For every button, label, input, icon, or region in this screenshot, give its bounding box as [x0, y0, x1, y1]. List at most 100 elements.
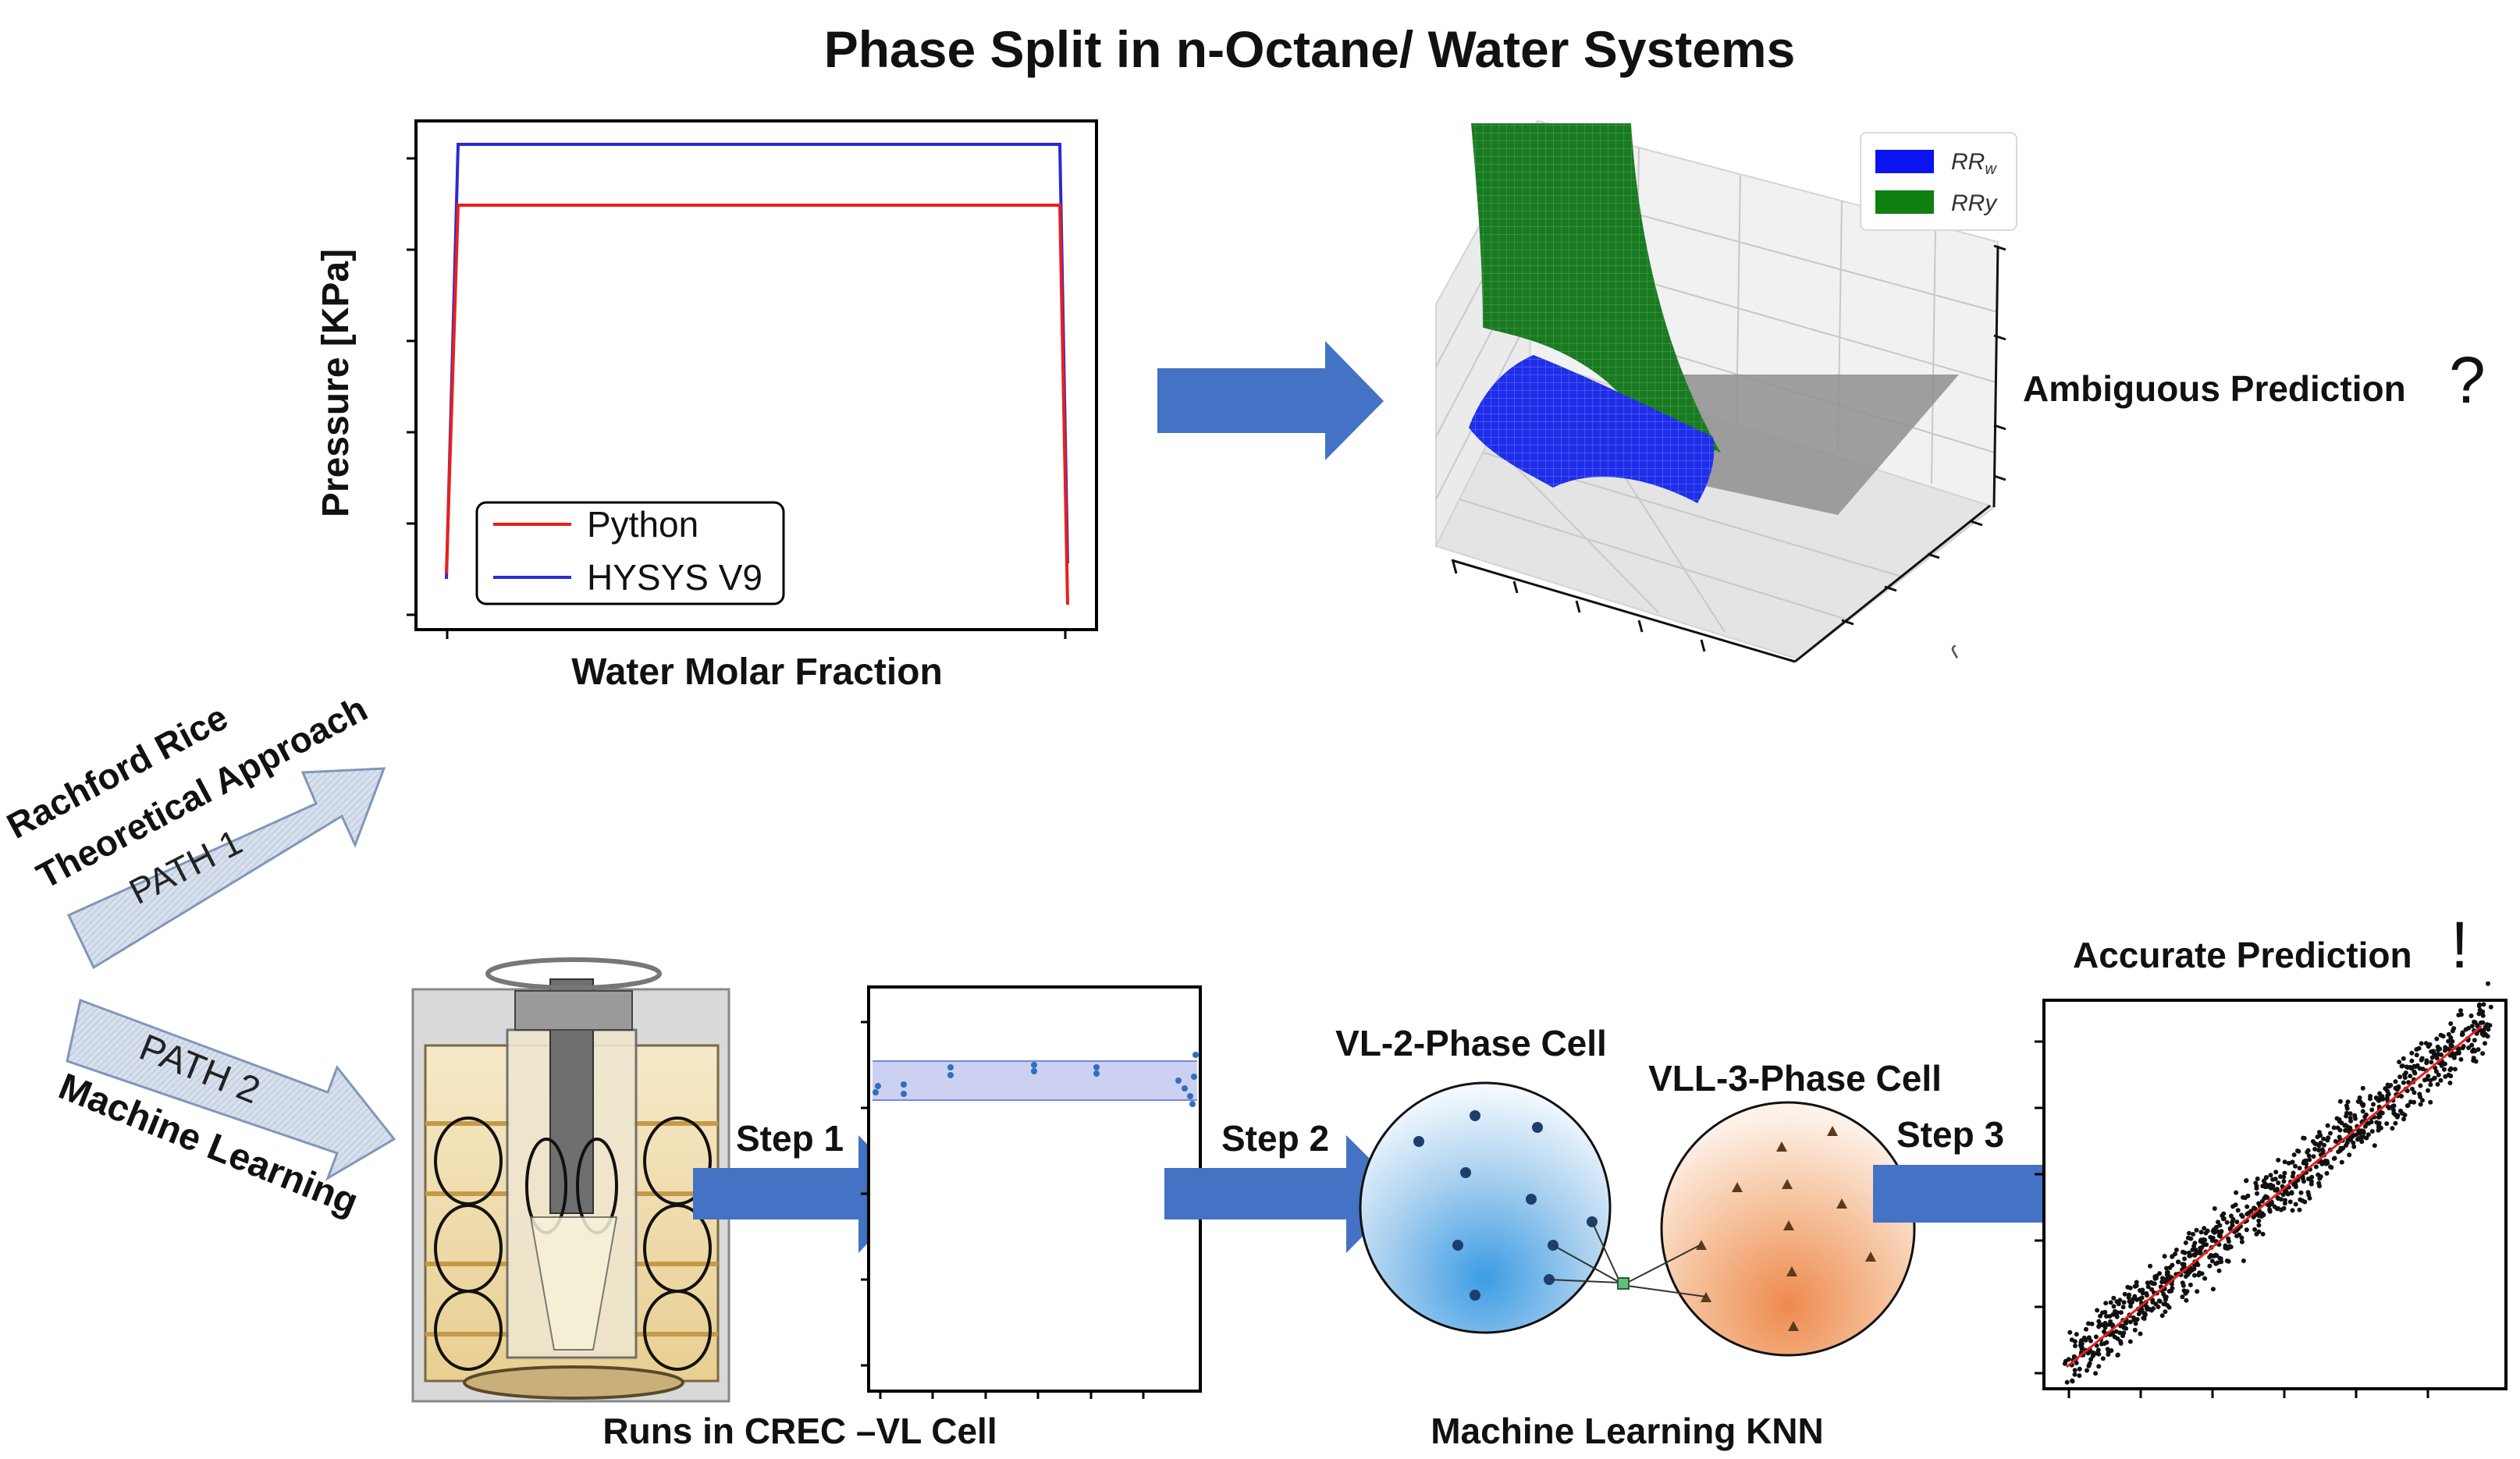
parity-point	[2197, 1249, 2202, 1255]
vl-2-phase-cell	[1359, 1081, 1612, 1334]
parity-point	[2239, 1212, 2244, 1218]
parity-point	[2315, 1134, 2320, 1140]
parity-y-ticks	[2035, 1040, 2044, 1375]
parity-point	[2100, 1356, 2106, 1361]
parity-point	[2221, 1216, 2226, 1222]
parity-point	[2483, 1041, 2487, 1046]
surface-stray-mark: ɾ	[1945, 637, 1964, 664]
parity-point	[2481, 1002, 2486, 1007]
parity-point	[2309, 1181, 2314, 1187]
parity-point	[2329, 1165, 2334, 1170]
parity-point	[2070, 1379, 2075, 1384]
runs-plot-x-ticks	[879, 1391, 1145, 1399]
parity-point	[2376, 1098, 2381, 1103]
parity-point	[2104, 1314, 2109, 1319]
parity-point	[2166, 1305, 2172, 1310]
legend-label-rr-w-main: RR	[1951, 149, 1985, 175]
parity-point	[2290, 1208, 2295, 1213]
step3-label: Step 3	[1896, 1114, 2004, 1155]
parity-point	[2345, 1124, 2351, 1130]
parity-point	[2311, 1154, 2316, 1159]
cell-top-rotation-ring	[485, 957, 662, 990]
parity-point	[2205, 1228, 2210, 1234]
parity-point	[2194, 1227, 2199, 1233]
parity-point	[2189, 1268, 2195, 1273]
parity-point	[2401, 1056, 2406, 1061]
parity-point	[2259, 1214, 2264, 1219]
parity-point	[2458, 1056, 2464, 1062]
parity-point	[2226, 1236, 2231, 1241]
parity-point	[2396, 1084, 2401, 1089]
legend-swatch-rr-w	[1875, 150, 1934, 173]
parity-point	[2448, 1074, 2454, 1079]
parity-point	[2337, 1134, 2342, 1140]
parity-point	[2115, 1353, 2120, 1358]
parity-point	[2359, 1139, 2365, 1145]
parity-point	[2127, 1339, 2133, 1344]
accurate-prediction-label: Accurate Prediction	[2073, 935, 2412, 975]
parity-point	[2362, 1124, 2368, 1129]
parity-point	[2246, 1210, 2252, 1216]
parity-point	[2301, 1160, 2306, 1166]
question-mark: ?	[2449, 343, 2486, 417]
parity-point	[2150, 1300, 2156, 1305]
parity-point	[2064, 1379, 2070, 1385]
parity-point	[2073, 1344, 2077, 1348]
parity-point	[2433, 1069, 2439, 1074]
pressure-plot: Python HYSYS V9 Pressure [KPa] Water Mol…	[315, 119, 1098, 693]
surface-plot: RRw RRy ɾ	[1434, 119, 2017, 664]
parity-point	[2095, 1347, 2101, 1353]
legend-label-rr-w: RRw	[1951, 149, 1997, 178]
parity-point	[2256, 1218, 2262, 1223]
cell-catalyst-basket	[529, 1216, 618, 1351]
runs-plot	[861, 985, 1202, 1399]
parity-point	[2419, 1041, 2424, 1046]
parity-point	[2242, 1195, 2248, 1201]
parity-point	[2334, 1116, 2340, 1121]
parity-point	[2234, 1219, 2240, 1225]
parity-point	[2376, 1115, 2381, 1120]
parity-point	[2072, 1372, 2077, 1377]
parity-point	[2208, 1252, 2213, 1258]
parity-point	[2244, 1178, 2249, 1183]
step1-label: Step 1	[736, 1118, 844, 1159]
parity-point	[2442, 1061, 2447, 1067]
crec-vl-cell-illustration	[411, 957, 730, 1403]
crec-caption: Runs in CREC –VL Cell	[602, 1411, 997, 1451]
parity-point	[2344, 1106, 2350, 1111]
parity-point	[2084, 1326, 2088, 1332]
parity-point	[2254, 1184, 2259, 1189]
parity-point	[2448, 1021, 2454, 1026]
parity-point	[2343, 1127, 2348, 1133]
parity-point	[2121, 1300, 2127, 1305]
parity-point	[2316, 1130, 2322, 1135]
parity-point	[2125, 1284, 2131, 1290]
parity-point	[2161, 1301, 2166, 1307]
parity-point	[2267, 1202, 2273, 1207]
parity-point	[2254, 1231, 2259, 1237]
parity-point	[2357, 1095, 2362, 1100]
parity-point	[2413, 1064, 2419, 1070]
parity-point	[2216, 1233, 2222, 1238]
parity-point	[2450, 1028, 2455, 1034]
parity-point	[2139, 1308, 2145, 1314]
parity-point	[2404, 1064, 2409, 1070]
parity-point	[2113, 1329, 2119, 1334]
parity-point	[2435, 1052, 2440, 1057]
parity-point	[2267, 1209, 2273, 1214]
parity-point	[2163, 1294, 2169, 1300]
parity-point	[2156, 1305, 2161, 1309]
parity-point	[2423, 1041, 2429, 1046]
parity-point	[2215, 1260, 2220, 1266]
parity-point	[2110, 1312, 2116, 1317]
parity-point	[2385, 1088, 2390, 1094]
parity-point	[2173, 1251, 2177, 1257]
parity-point	[2405, 1102, 2411, 1108]
knn-2phase-label: VL-2-Phase Cell	[1335, 1023, 1607, 1063]
parity-point	[2086, 1335, 2092, 1340]
parity-point	[2088, 1357, 2094, 1362]
parity-point	[2376, 1122, 2382, 1127]
parity-point	[2074, 1360, 2079, 1365]
pressure-y-ticks	[407, 157, 416, 616]
parity-point	[2293, 1202, 2298, 1207]
